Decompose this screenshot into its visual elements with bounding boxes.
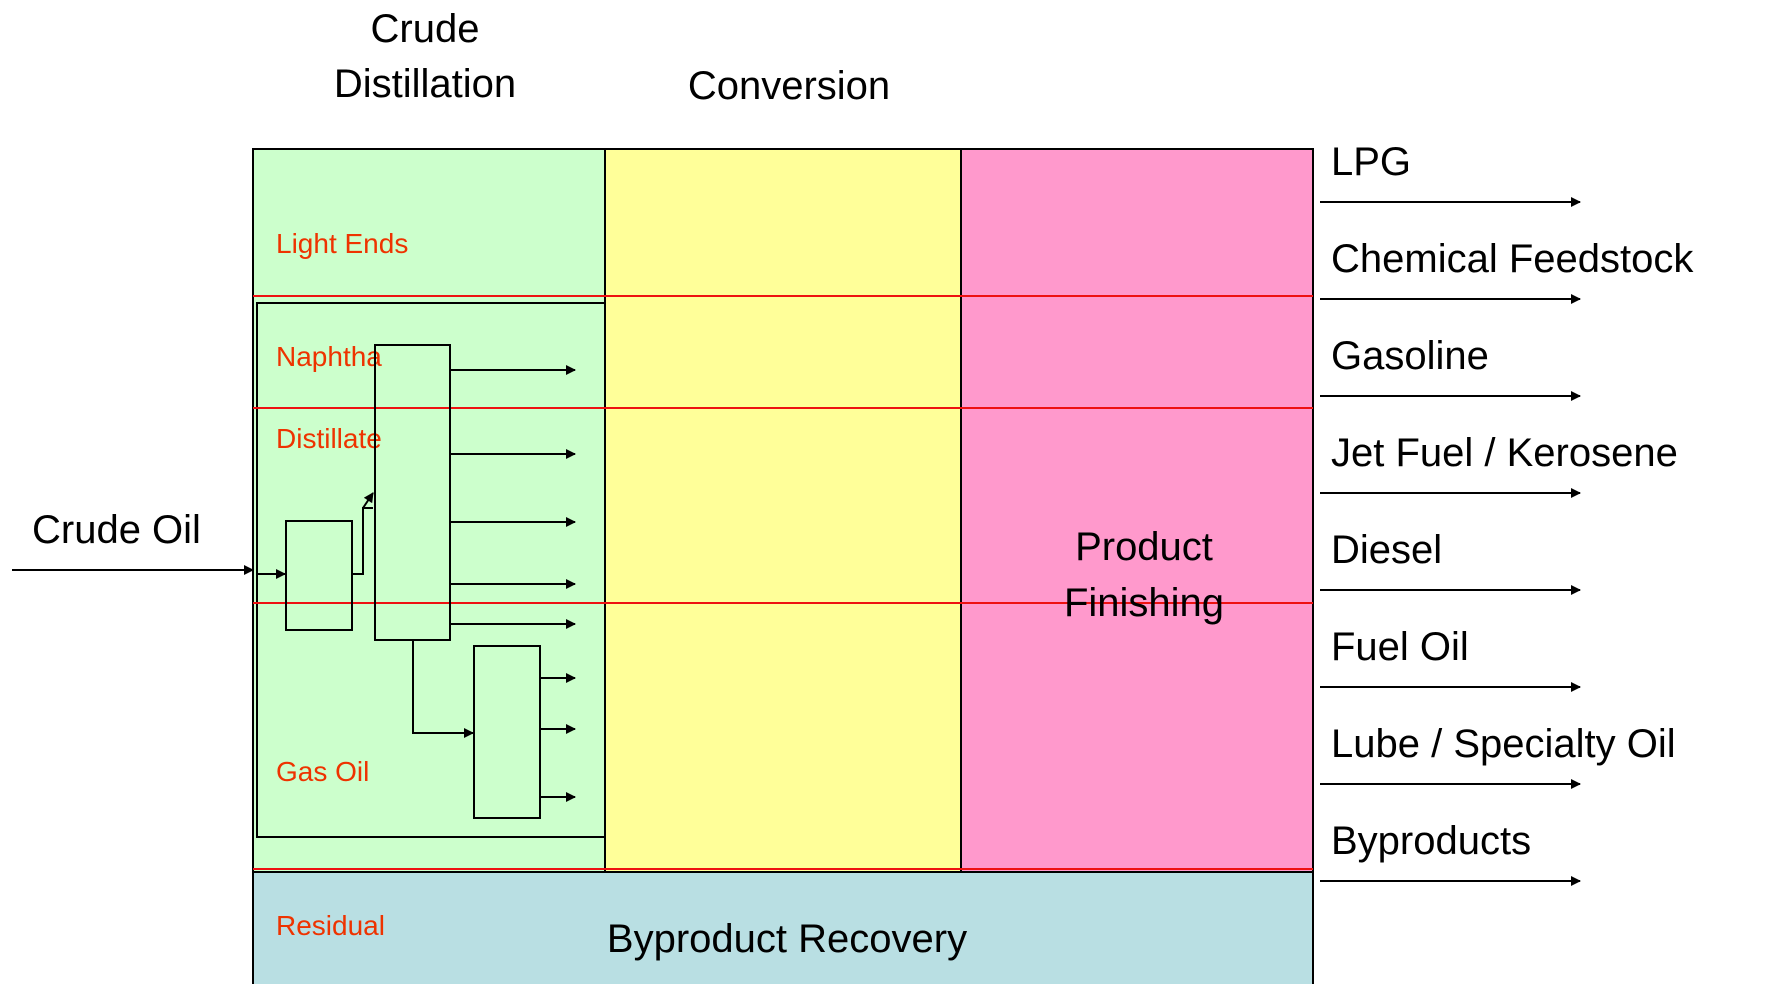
vacuum-column: [473, 645, 541, 819]
heater-to-column-line: [352, 507, 373, 575]
product-finishing-label-line2: Finishing: [1064, 581, 1224, 625]
conversion-header: Conversion: [688, 64, 890, 108]
product-label-gasoline: Gasoline: [1331, 334, 1489, 378]
furnace-heater: [285, 520, 353, 631]
fraction-light-ends: Light Ends: [276, 228, 408, 259]
conversion-section: [604, 148, 962, 873]
product-label-chemical-feedstock: Chemical Feedstock: [1331, 237, 1694, 281]
fraction-naphtha: Naphtha: [276, 341, 382, 372]
heater-to-column-arrow: [362, 492, 374, 509]
byproduct-recovery-label: Byproduct Recovery: [607, 917, 967, 961]
column-bottoms-line: [412, 640, 474, 738]
distillation-unit-frame: [256, 302, 606, 838]
fraction-gas-oil: Gas Oil: [276, 756, 369, 787]
product-label-lube-specialty-oil: Lube / Specialty Oil: [1331, 722, 1676, 766]
crude-distillation-header-line1: Crude: [371, 7, 480, 51]
fraction-residual: Residual: [276, 910, 385, 941]
byproduct-recovery-section: [252, 871, 1314, 984]
crude-distillation-header-line2: Distillation: [334, 62, 516, 106]
product-finishing-label-line1: Product: [1075, 525, 1213, 569]
product-label-jet-fuel-kerosene: Jet Fuel / Kerosene: [1331, 431, 1678, 475]
product-label-lpg: LPG: [1331, 140, 1411, 184]
product-label-diesel: Diesel: [1331, 528, 1442, 572]
fraction-distillate: Distillate: [276, 423, 382, 454]
crude-oil-label: Crude Oil: [32, 508, 201, 552]
crude-distillation-section: [252, 148, 606, 873]
product-label-byproducts: Byproducts: [1331, 819, 1531, 863]
product-finishing-section: [960, 148, 1314, 873]
product-label-fuel-oil: Fuel Oil: [1331, 625, 1469, 669]
product-outputs: LPG Chemical Feedstock Gasoline Jet Fuel…: [1320, 140, 1694, 886]
